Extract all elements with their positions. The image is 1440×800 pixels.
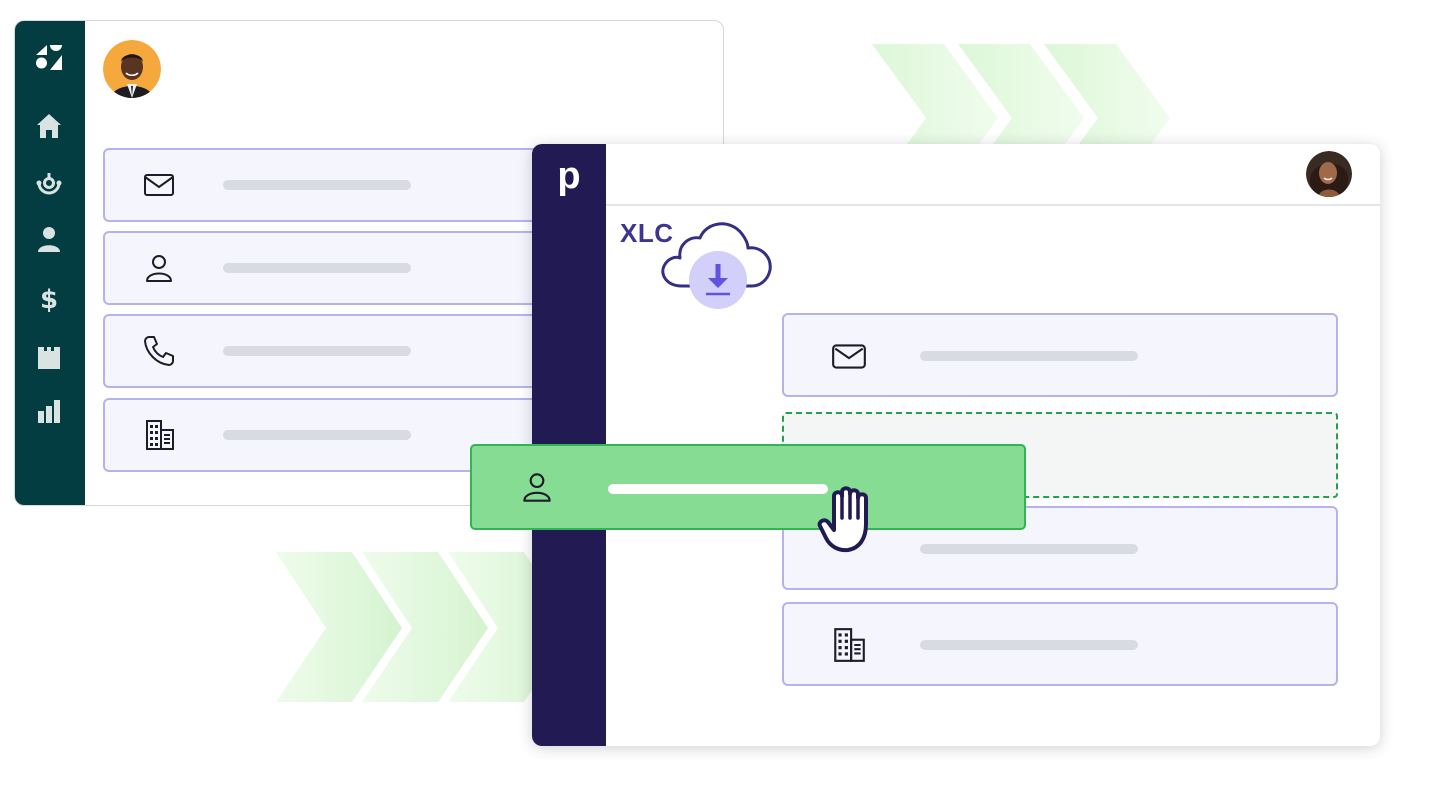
zendesk-sidebar: $ xyxy=(15,21,85,505)
placeholder-bar xyxy=(223,346,411,356)
placeholder-bar xyxy=(223,180,411,190)
phone-field[interactable] xyxy=(103,314,573,388)
grab-hand-icon xyxy=(817,486,868,553)
placeholder-bar xyxy=(223,263,411,273)
chevron-2 xyxy=(362,552,488,702)
dollar-icon[interactable]: $ xyxy=(34,283,64,313)
import-format-label: XLC xyxy=(620,218,674,248)
user-photo-icon xyxy=(1306,151,1352,197)
placeholder-bar xyxy=(920,544,1138,554)
organization-field[interactable] xyxy=(103,398,573,472)
placeholder-bar xyxy=(920,640,1138,650)
mail-icon xyxy=(832,344,866,369)
user-icon xyxy=(146,255,172,282)
avatar[interactable] xyxy=(1306,151,1352,197)
mail-icon xyxy=(144,174,174,196)
zendesk-logo-icon[interactable] xyxy=(34,43,64,73)
placeholder-bar xyxy=(223,430,411,440)
placeholder-bar xyxy=(608,484,828,494)
user-icon[interactable] xyxy=(34,224,64,254)
header-divider xyxy=(606,204,1380,206)
chevron-1 xyxy=(276,552,402,702)
email-field[interactable] xyxy=(103,148,573,222)
headset-icon[interactable] xyxy=(34,169,64,199)
svg-text:$: $ xyxy=(40,285,58,313)
placeholder-bar xyxy=(920,351,1138,361)
user-icon xyxy=(523,473,551,502)
building-icon xyxy=(834,628,865,662)
pipedrive-logo[interactable]: p xyxy=(557,155,581,197)
cloud-download-icon[interactable] xyxy=(656,214,780,314)
dragged-contact-field[interactable] xyxy=(470,444,1026,530)
user-photo-icon xyxy=(103,40,161,98)
avatar[interactable] xyxy=(103,40,161,98)
store-icon[interactable] xyxy=(34,343,64,373)
organization-field[interactable] xyxy=(782,602,1338,686)
email-field[interactable] xyxy=(782,313,1338,397)
home-icon[interactable] xyxy=(34,111,64,141)
bar-chart-icon[interactable] xyxy=(34,397,64,427)
contact-field[interactable] xyxy=(103,231,573,305)
phone-icon xyxy=(144,336,174,366)
building-icon xyxy=(146,420,174,450)
